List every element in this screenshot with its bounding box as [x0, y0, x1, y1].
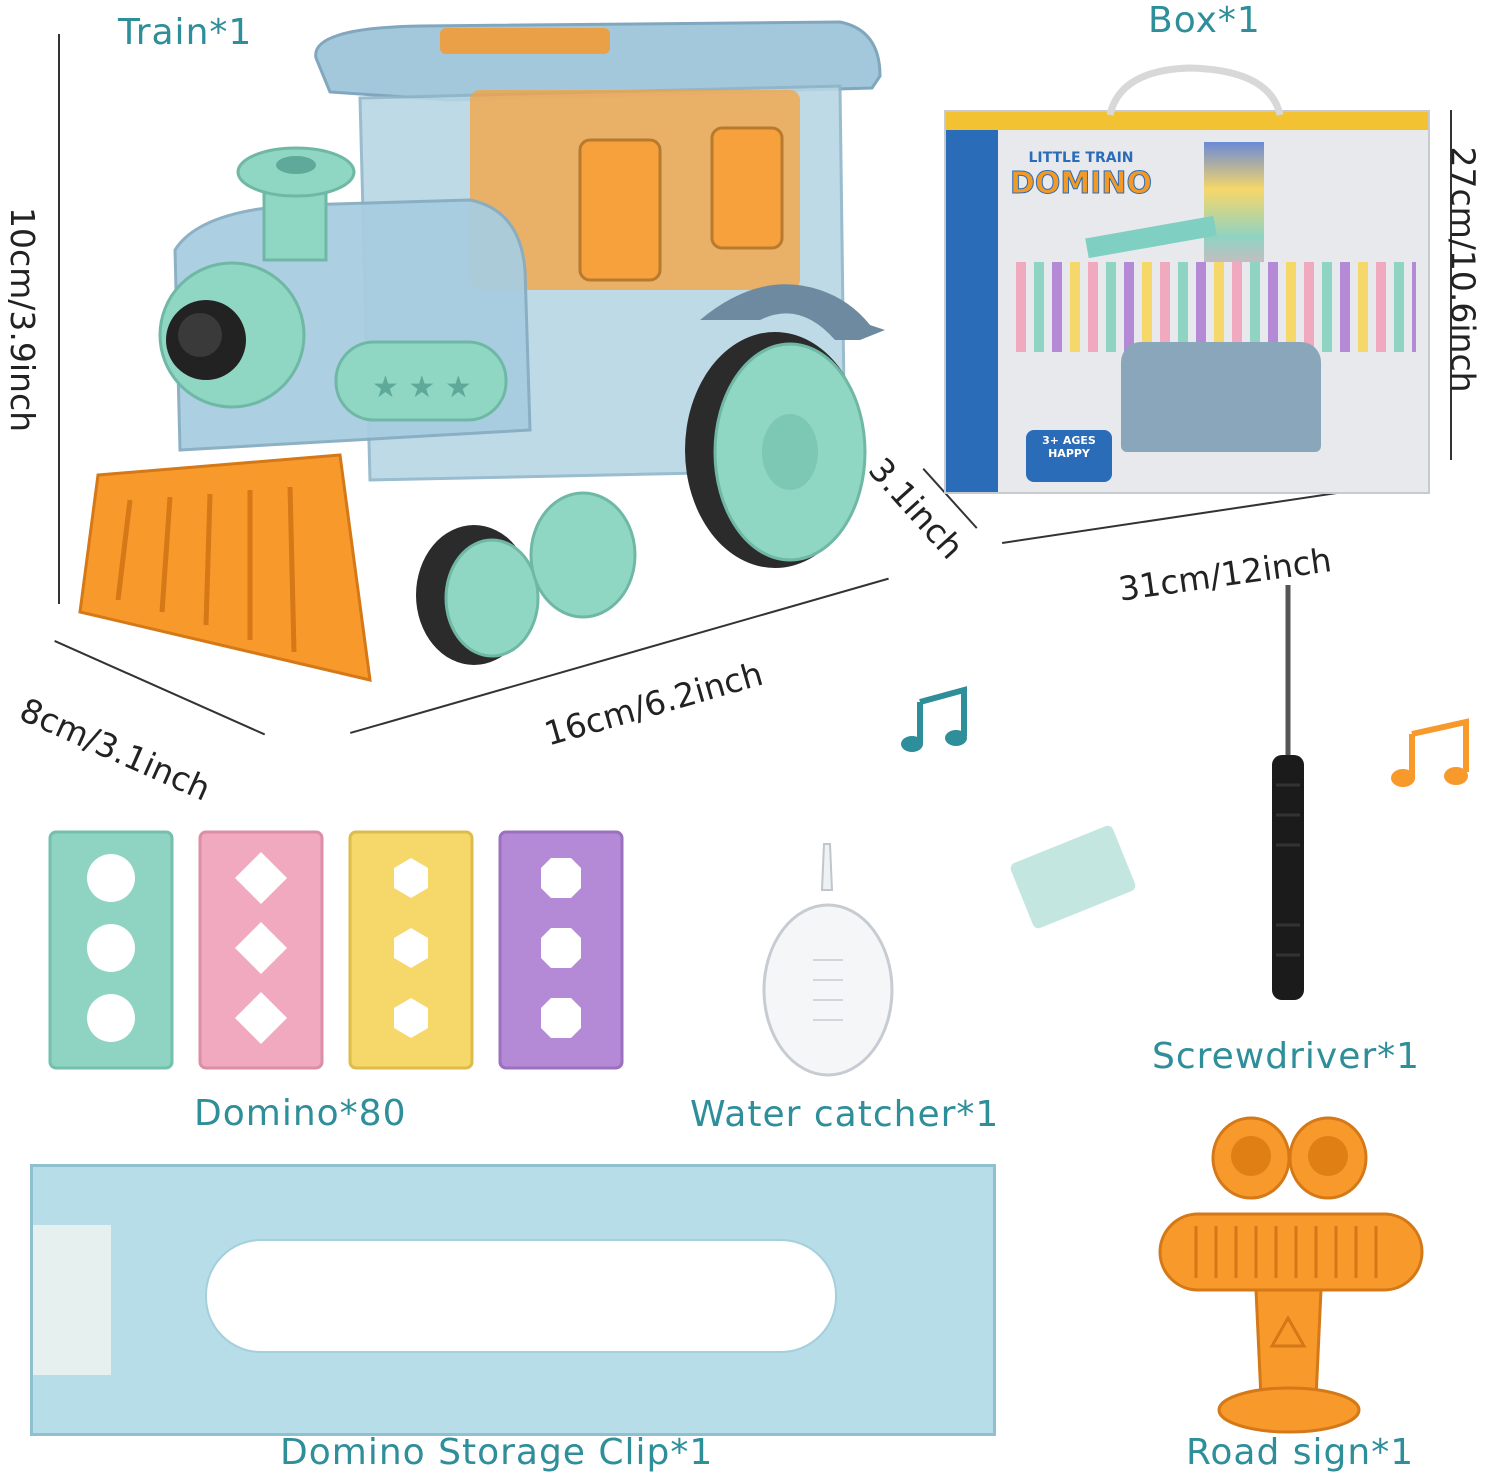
screwdriver-label: Screwdriver*1 [1152, 1036, 1421, 1077]
flying-domino [1008, 823, 1138, 931]
box-train [1121, 342, 1321, 452]
domino-label: Domino*80 [194, 1093, 407, 1134]
road-sign [1158, 1116, 1424, 1434]
train-label: Train*1 [118, 12, 253, 53]
box-label: Box*1 [1148, 0, 1261, 41]
box-age-badge: 3+ AGES HAPPY [1026, 430, 1112, 482]
domino-yellow [348, 830, 474, 1070]
domino-pink [198, 830, 324, 1070]
product-box: LITTLE TRAIN DOMINO 3+ AGES HAPPY [944, 110, 1430, 494]
screwdriver [1272, 585, 1304, 1000]
box-height-dim: 27cm/10.6inch [1443, 146, 1483, 393]
train-height-line [58, 34, 60, 604]
train-illustration: ★ ★ ★ [78, 20, 885, 682]
box-age-line1: 3+ AGES [1042, 434, 1096, 447]
storage-clip-label: Domino Storage Clip*1 [280, 1432, 714, 1473]
storage-clip-slot [205, 1239, 837, 1353]
road-sign-label: Road sign*1 [1186, 1432, 1415, 1473]
domino-teal [48, 830, 174, 1070]
domino-purple [498, 830, 624, 1070]
box-age-line2: HAPPY [1048, 447, 1090, 460]
box-domino-row [1016, 262, 1416, 352]
svg-text:★ ★ ★: ★ ★ ★ [372, 370, 472, 405]
storage-clip [30, 1164, 996, 1436]
box-top-band [946, 112, 1428, 130]
water-catcher [762, 843, 894, 1077]
storage-clip-end [33, 1225, 111, 1375]
music-note-orange-icon [1391, 718, 1469, 787]
box-side-panel [946, 112, 998, 492]
music-note-teal-icon [901, 686, 967, 752]
box-brand-large: DOMINO [1009, 166, 1153, 202]
box-height-line [1450, 110, 1452, 460]
water-catcher-label: Water catcher*1 [690, 1094, 1000, 1135]
box-brand-small: LITTLE TRAIN [1028, 150, 1134, 166]
box-brand: LITTLE TRAIN DOMINO [1006, 150, 1156, 202]
box-bridge [1085, 215, 1217, 259]
box-handle [1106, 64, 1284, 116]
